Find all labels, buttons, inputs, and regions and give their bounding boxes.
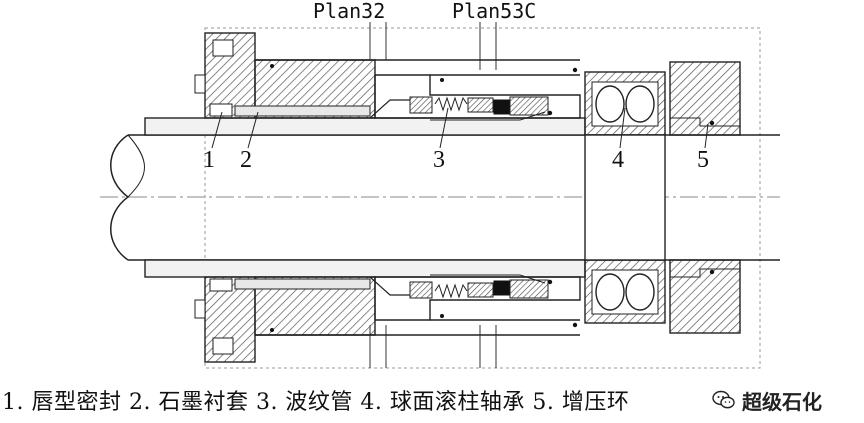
plan32-label: Plan32 — [313, 0, 386, 23]
bellows-seal-upper — [369, 67, 581, 121]
watermark-text: 超级石化 — [742, 389, 822, 414]
bearing-inner-race — [584, 134, 666, 261]
watermark: 超级石化 — [712, 384, 864, 416]
gland-lower — [194, 276, 376, 363]
part-number-4: 4 — [612, 147, 624, 173]
part-number-3: 3 — [433, 147, 445, 173]
part-number-5: 5 — [697, 147, 709, 173]
housing-walls — [255, 59, 580, 336]
plan53c-label: Plan53C — [452, 0, 537, 23]
spherical-roller-bearing-upper — [584, 71, 666, 136]
wechat-icon — [712, 390, 735, 409]
housing-outline — [204, 27, 761, 369]
plan53c-port-lines — [479, 22, 497, 368]
part-number-2: 2 — [240, 147, 252, 173]
leader-lines — [211, 107, 709, 149]
pumping-ring-lower — [669, 259, 741, 334]
spherical-roller-bearing-lower — [584, 259, 666, 324]
gland-upper — [194, 32, 376, 119]
part-number-1: 1 — [203, 147, 215, 173]
figure-caption: 1. 唇型密封 2. 石墨衬套 3. 波纹管 4. 球面滚柱轴承 5. 增压环 — [2, 390, 630, 415]
pumping-ring-upper — [669, 61, 741, 136]
housing-dots — [270, 64, 444, 332]
